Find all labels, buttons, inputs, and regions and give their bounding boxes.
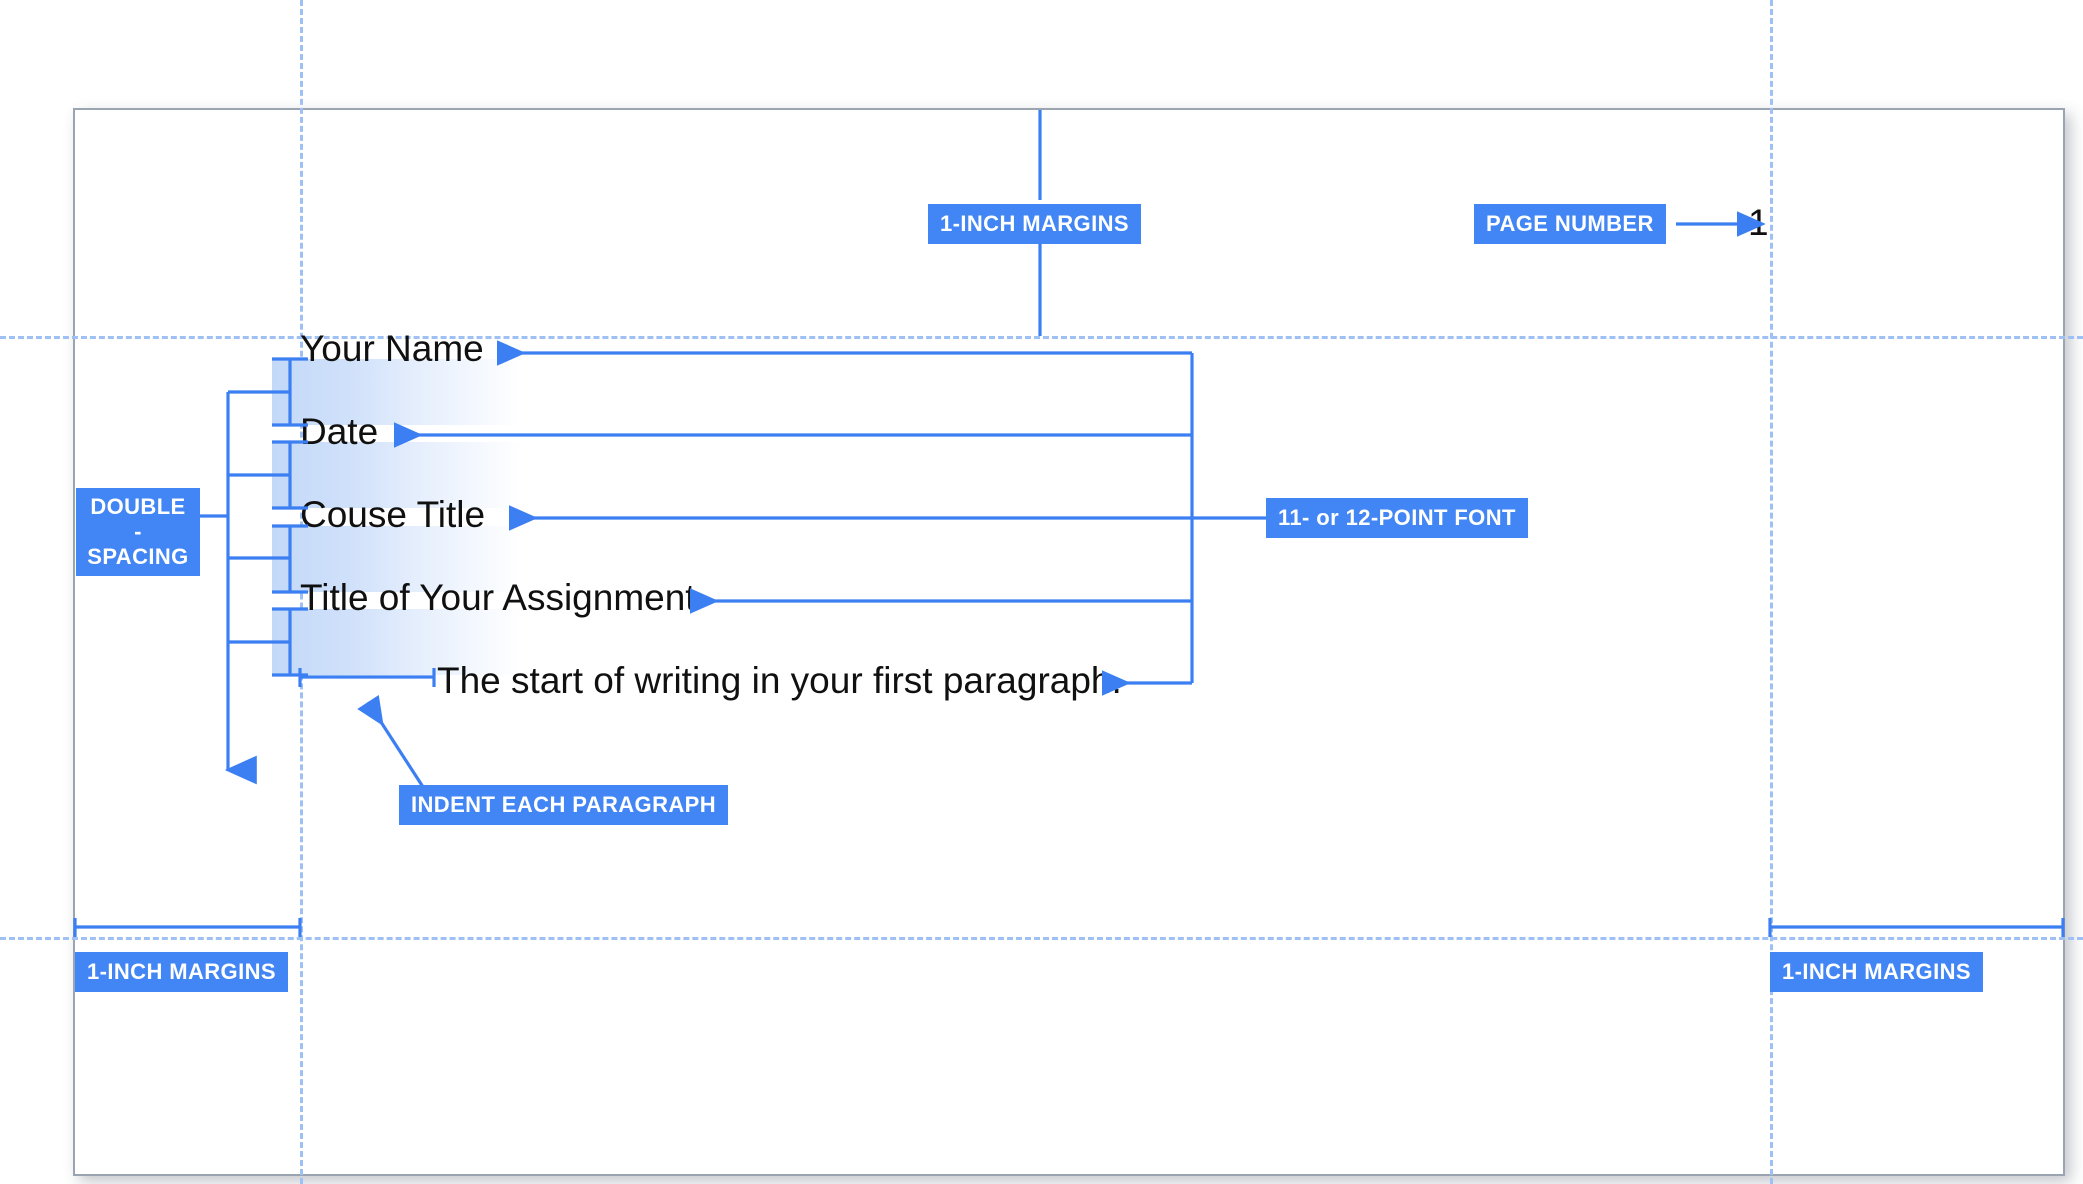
callout-double-spacing[interactable]: DOUBLE -SPACING bbox=[76, 488, 200, 577]
callout-margin-bottom-right[interactable]: 1-INCH MARGINS bbox=[1770, 952, 1983, 993]
callout-margin-bottom-left[interactable]: 1-INCH MARGINS bbox=[75, 952, 288, 993]
guide-right-margin-vertical bbox=[1770, 0, 1773, 1184]
spacing-band-4 bbox=[272, 609, 522, 675]
spacing-band-1 bbox=[272, 359, 522, 425]
spacing-band-2 bbox=[272, 442, 522, 508]
guide-bottom-margin-horizontal bbox=[0, 937, 2083, 940]
callout-page-number[interactable]: PAGE NUMBER bbox=[1474, 204, 1666, 245]
doc-line-date: Date bbox=[300, 411, 379, 452]
doc-line-your-name: Your Name bbox=[300, 328, 484, 369]
doc-line-course-title: Couse Title bbox=[300, 494, 486, 535]
callout-font-size[interactable]: 11- or 12-POINT FONT bbox=[1266, 498, 1528, 539]
doc-line-assignment-title: Title of Your Assignment bbox=[300, 577, 696, 618]
doc-line-first-paragraph: The start of writing in your first parag… bbox=[437, 660, 1122, 701]
page-number-value: 1 bbox=[1748, 202, 1769, 243]
callout-margin-top[interactable]: 1-INCH MARGINS bbox=[928, 204, 1141, 245]
guide-top-margin-horizontal bbox=[0, 336, 2083, 339]
callout-indent-paragraph[interactable]: INDENT EACH PARAGRAPH bbox=[399, 785, 729, 826]
spacing-band-3 bbox=[272, 526, 522, 592]
